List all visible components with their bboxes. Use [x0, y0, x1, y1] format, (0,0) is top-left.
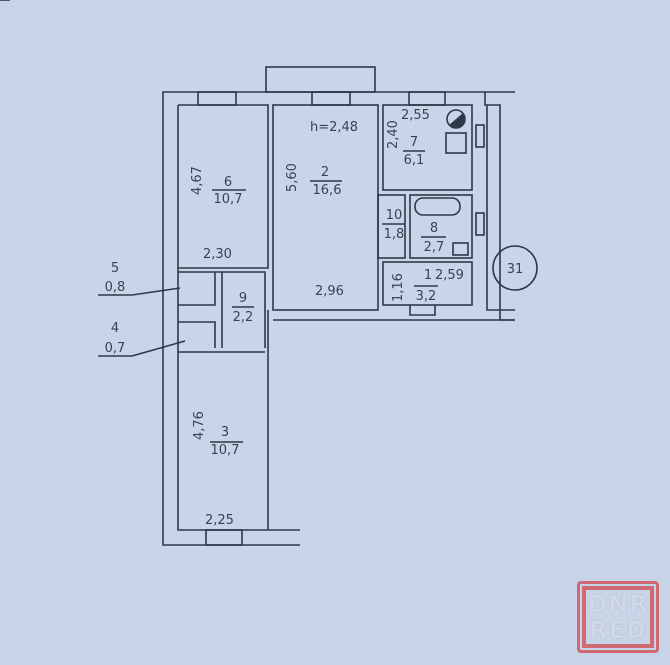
- room-6-number: 6: [224, 175, 232, 190]
- room-5-area: 0,8: [105, 280, 126, 295]
- room-10-area: 1,8: [384, 227, 405, 242]
- room-7-width: 2,55: [401, 108, 430, 123]
- room-3-area: 10,7: [211, 443, 240, 458]
- room-6-length: 4,67: [190, 166, 205, 195]
- bathtub-icon: [414, 197, 461, 216]
- room-6-area: 10,7: [214, 192, 243, 207]
- room-1-number: 1: [424, 268, 432, 283]
- apartment-number-circle: [492, 245, 538, 291]
- room-7-length: 2,40: [386, 120, 401, 149]
- apartment-number: 31: [507, 262, 524, 277]
- vent-grille: [475, 124, 485, 148]
- room-4-number: 4: [111, 321, 119, 336]
- watermark-line1: DNR: [587, 590, 649, 618]
- room-1-length: 1,16: [391, 273, 406, 302]
- room-8-area: 2,7: [424, 240, 445, 255]
- window: [311, 91, 351, 106]
- room-9-number: 9: [239, 291, 247, 306]
- room-7-area: 6,1: [404, 153, 425, 168]
- room-2-number: 2: [321, 165, 329, 180]
- room-1-width: 2,59: [435, 268, 464, 283]
- room-5-number: 5: [111, 261, 119, 276]
- room-3-length: 4,76: [192, 411, 207, 440]
- room-2-length: 5,60: [285, 163, 300, 192]
- walls: [162, 66, 515, 546]
- watermark-logo: DNR RED: [577, 581, 659, 653]
- room-4-area: 0,7: [105, 341, 126, 356]
- room-6-width: 2,30: [203, 247, 232, 262]
- room-10-number: 10: [386, 208, 403, 223]
- room-9-area: 2,2: [233, 310, 254, 325]
- toilet-icon: [452, 242, 469, 256]
- room-2-width: 2,96: [315, 284, 344, 299]
- room-1-area: 3,2: [416, 289, 437, 304]
- fixtures: [0, 0, 469, 357]
- room-3-width: 2,25: [205, 513, 234, 528]
- window: [408, 91, 446, 106]
- window: [197, 91, 237, 106]
- stove-icon: [445, 132, 467, 154]
- room-2-area: 16,6: [313, 183, 342, 198]
- room-8-number: 8: [430, 221, 438, 236]
- watermark-line2: RED: [589, 616, 647, 644]
- window: [205, 529, 243, 546]
- labels: h=2,48 6 10,7 4,67 2,30 2 16,6 5,60 2,96…: [105, 108, 538, 528]
- room-7-number: 7: [410, 135, 418, 150]
- vent-grille: [475, 212, 485, 236]
- room-3-number: 3: [221, 425, 229, 440]
- balcony: [265, 66, 376, 93]
- ceiling-height: h=2,48: [310, 120, 358, 135]
